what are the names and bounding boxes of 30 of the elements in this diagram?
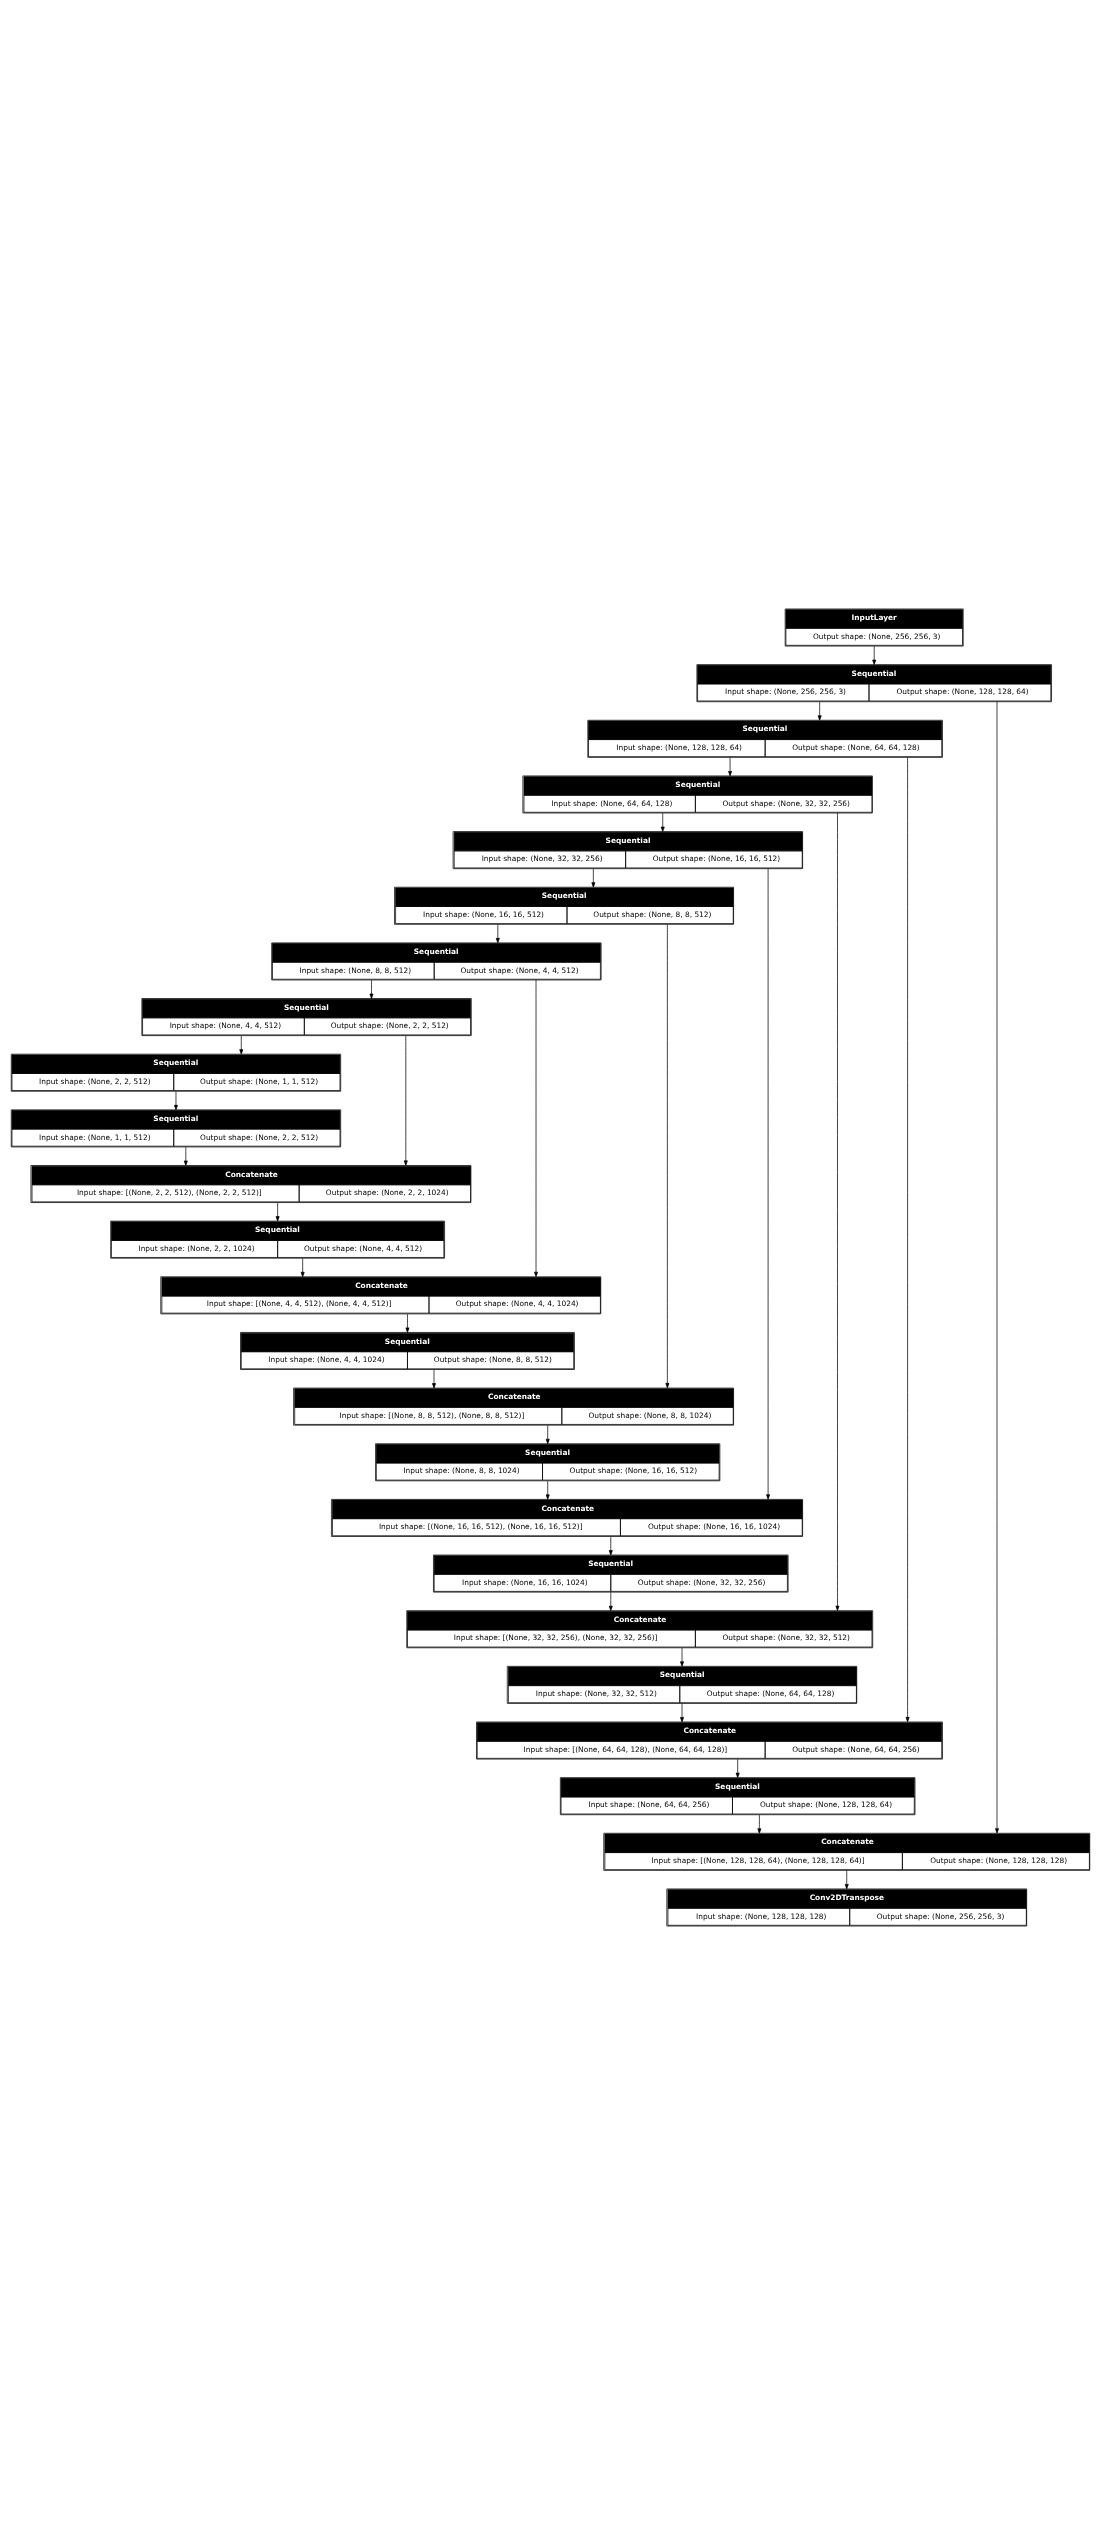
- arrow: [300, 1258, 305, 1278]
- arrow: [369, 979, 374, 999]
- arrow: [275, 1202, 280, 1222]
- arrow: [591, 868, 596, 888]
- arrow: [735, 1759, 740, 1778]
- arrow: [534, 979, 538, 1277]
- arrow: [757, 1814, 762, 1834]
- arrow: [174, 1091, 178, 1111]
- arrow: [660, 812, 665, 832]
- arrow: [844, 1870, 849, 1890]
- arrow: [905, 757, 910, 1723]
- arrow: [403, 1035, 408, 1166]
- arrow: [872, 646, 877, 665]
- arrow: [608, 1536, 613, 1556]
- arrow: [608, 1592, 613, 1611]
- arrow: [432, 1369, 436, 1389]
- arrow: [817, 701, 822, 721]
- arrow: [835, 812, 840, 1611]
- arrow: [545, 1480, 550, 1500]
- arrow: [183, 1146, 188, 1166]
- arrow: [239, 1035, 244, 1055]
- arrow: [665, 924, 670, 1389]
- arrow: [680, 1647, 684, 1667]
- arrow: [728, 757, 732, 777]
- arrow: [680, 1703, 684, 1723]
- arrow: [495, 924, 500, 944]
- arrow: [995, 701, 999, 1834]
- arrow: [766, 868, 770, 1500]
- arrow: [405, 1313, 410, 1333]
- arrow: [545, 1425, 550, 1444]
